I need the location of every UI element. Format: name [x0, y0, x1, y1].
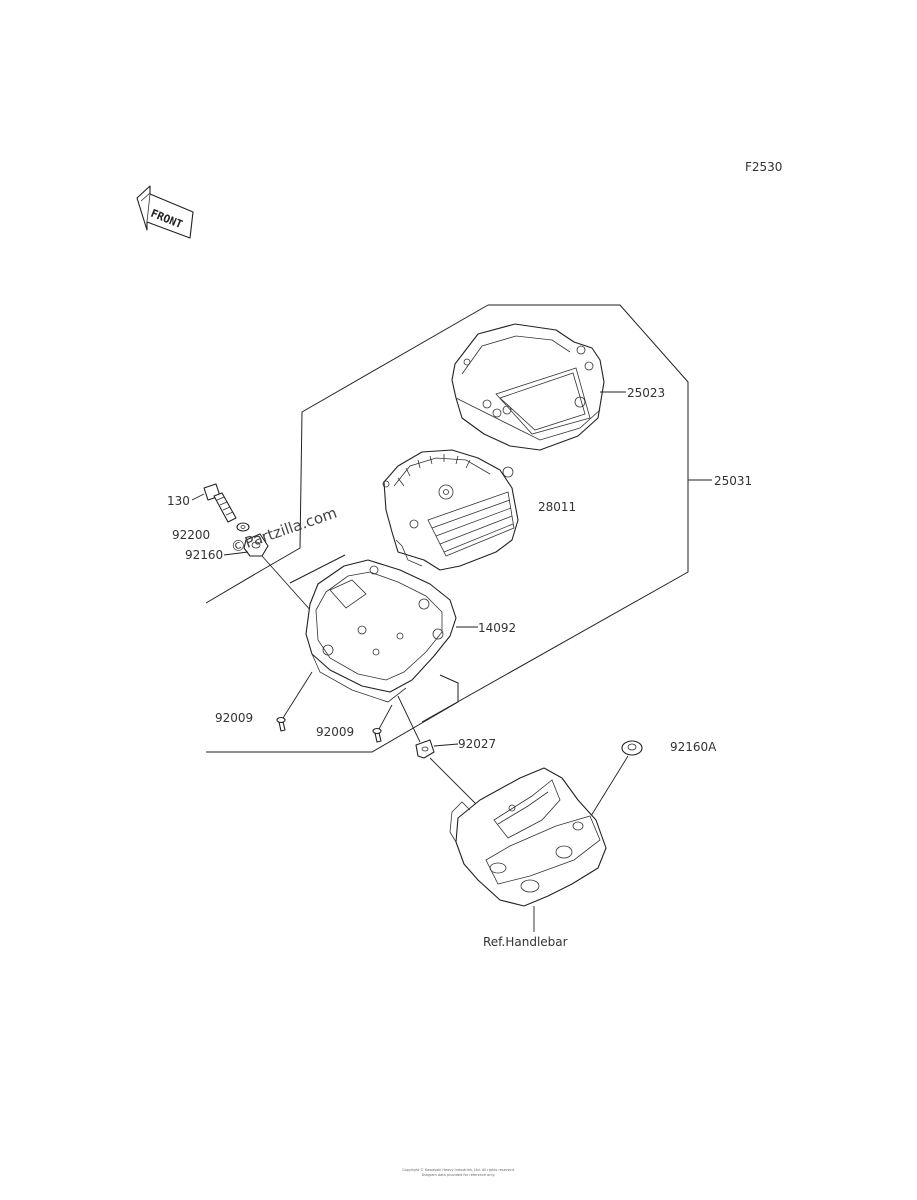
part-label-92160a: 92160A — [670, 740, 717, 754]
part-label-92160: 92160 — [185, 548, 223, 562]
figure-code: F2530 — [745, 160, 782, 174]
washer-92200 — [236, 522, 250, 532]
meter-unit — [382, 449, 519, 571]
assembly-frame — [205, 304, 712, 753]
meter-case — [305, 559, 478, 703]
screw-92009-right — [372, 704, 393, 743]
part-label-92027: 92027 — [458, 737, 496, 751]
meter-cover — [451, 323, 626, 451]
part-label-92009-right: 92009 — [316, 725, 354, 739]
bolt-130 — [191, 483, 237, 523]
front-arrow-icon: FRONT — [136, 185, 194, 239]
screw-92009-left — [276, 671, 313, 732]
part-label-130: 130 — [167, 494, 190, 508]
part-label-25023: 25023 — [627, 386, 665, 400]
handlebar-bracket — [449, 767, 607, 932]
part-label-92200: 92200 — [172, 528, 210, 542]
part-label-14092: 14092 — [478, 621, 516, 635]
footer-line-1: Copyright © Kawasaki Heavy Industries, L… — [402, 1168, 515, 1172]
damper-92160 — [223, 533, 313, 613]
part-label-25031: 25031 — [714, 474, 752, 488]
ref-handlebar-label: Ref.Handlebar — [483, 935, 568, 949]
part-label-28011: 28011 — [538, 500, 576, 514]
part-label-92009-left: 92009 — [215, 711, 253, 725]
copyright-footer: Copyright © Kawasaki Heavy Industries, L… — [0, 1168, 917, 1178]
footer-line-2: Diagram data provided for reference only… — [421, 1173, 496, 1177]
collar-92027 — [397, 695, 509, 837]
